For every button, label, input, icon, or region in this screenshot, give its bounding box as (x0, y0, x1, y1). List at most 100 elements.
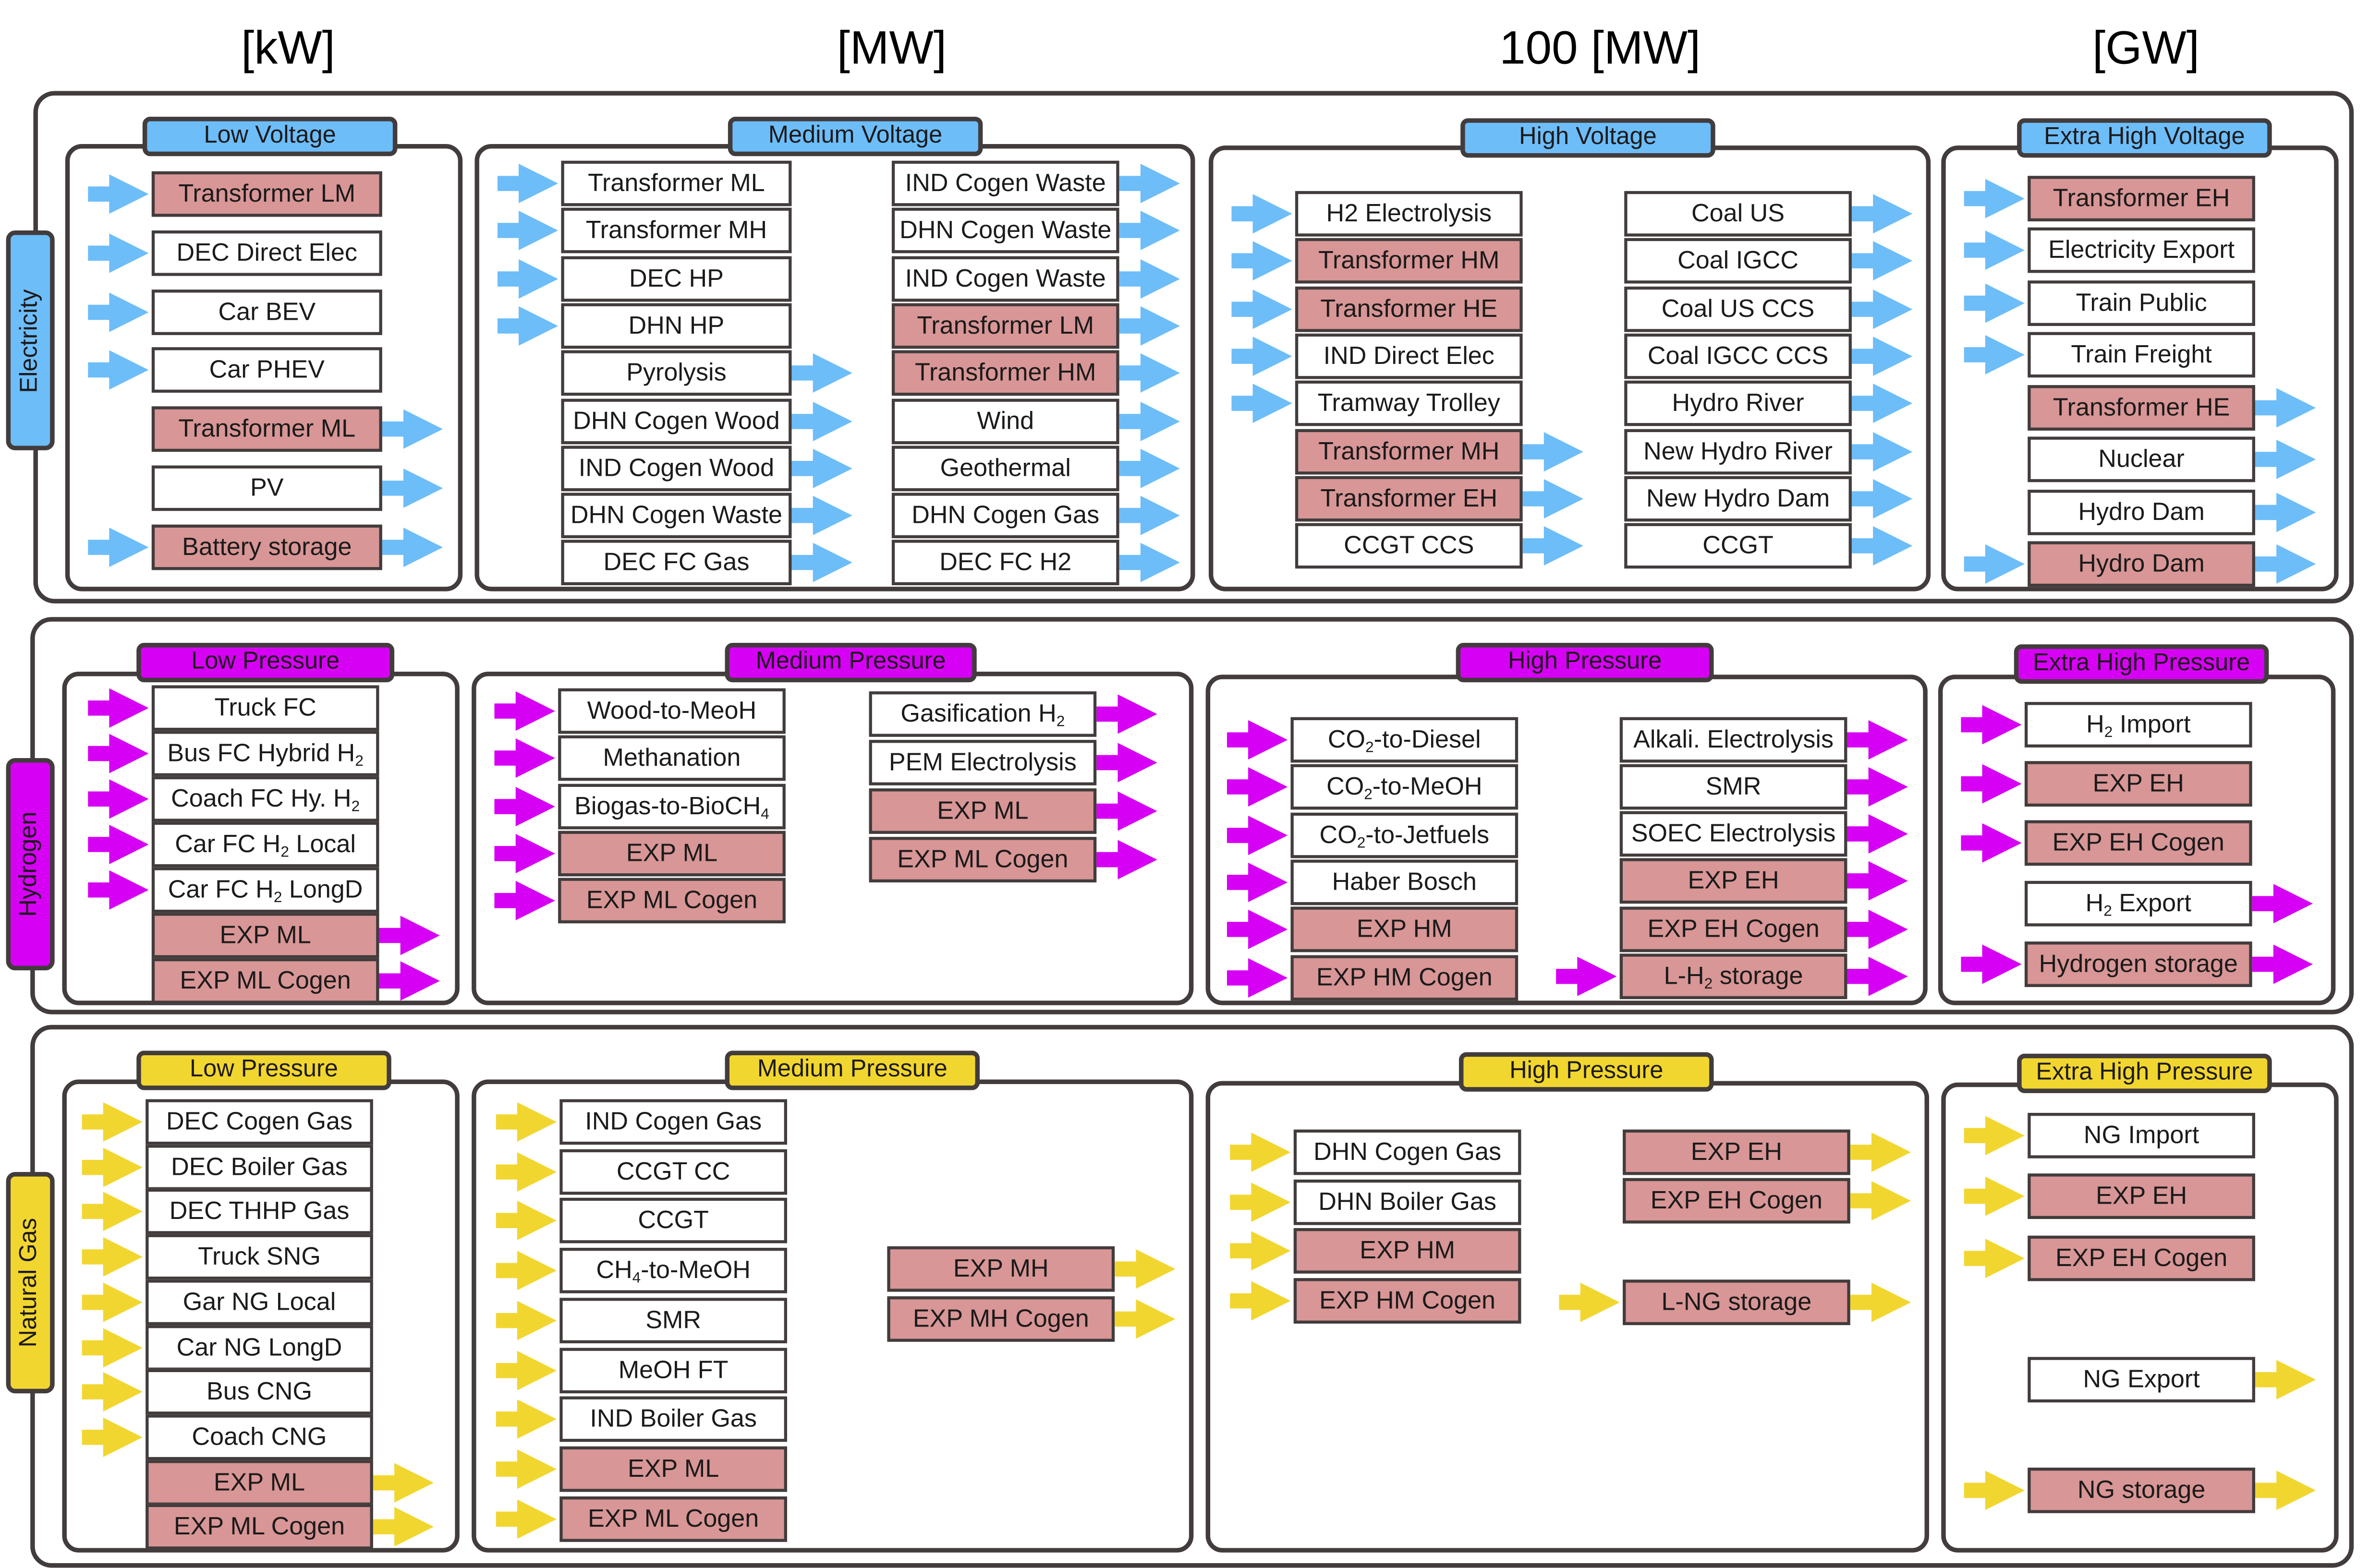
technology-node[interactable]: Coal US (1624, 191, 1852, 237)
technology-node[interactable]: IND Cogen Gas (559, 1099, 788, 1145)
technology-node[interactable]: Train Freight (2028, 332, 2255, 378)
technology-node[interactable]: Coal US CCS (1624, 286, 1852, 332)
technology-node[interactable]: PEM Electrolysis (869, 740, 1097, 785)
exchange-node[interactable]: EXP ML (869, 788, 1097, 834)
technology-node[interactable]: Electricity Export (2028, 227, 2255, 273)
exchange-node[interactable]: EXP ML Cogen (558, 878, 786, 924)
technology-node[interactable]: DHN Cogen Waste (891, 208, 1119, 254)
exchange-node[interactable]: EXP EH (1623, 1129, 1850, 1175)
technology-node[interactable]: Train Public (2028, 280, 2255, 326)
technology-node[interactable]: Coal IGCC (1624, 238, 1852, 284)
technology-node[interactable]: H2 Export (2024, 880, 2252, 927)
exchange-node[interactable]: EXP ML (146, 1459, 373, 1505)
technology-node[interactable]: Haber Bosch (1290, 859, 1519, 905)
technology-node[interactable]: DHN HP (561, 303, 792, 349)
technology-node[interactable]: MeOH FT (559, 1347, 788, 1393)
technology-node[interactable]: CCGT (1624, 523, 1852, 569)
exchange-node[interactable]: EXP EH (1619, 858, 1847, 904)
technology-node[interactable]: Tramway Trolley (1295, 381, 1523, 426)
exchange-node[interactable]: Hydrogen storage (2024, 941, 2252, 987)
exchange-node[interactable]: Transformer MH (1295, 428, 1523, 474)
exchange-node[interactable]: EXP EH (2028, 1173, 2255, 1219)
exchange-node[interactable]: Transformer HE (2028, 385, 2255, 431)
technology-node[interactable]: Coach CNG (146, 1414, 373, 1460)
technology-node[interactable]: NG Export (2028, 1357, 2255, 1403)
technology-node[interactable]: Wind (891, 398, 1119, 444)
technology-node[interactable]: DEC Direct Elec (151, 230, 382, 276)
technology-node[interactable]: Biogas-to-BioCH4 (558, 783, 786, 829)
technology-node[interactable]: CCGT CCS (1295, 523, 1523, 569)
exchange-node[interactable]: EXP MH Cogen (887, 1296, 1115, 1342)
technology-node[interactable]: Transformer MH (561, 208, 792, 254)
technology-node[interactable]: Bus CNG (146, 1369, 373, 1415)
exchange-node[interactable]: EXP MH (887, 1246, 1115, 1292)
technology-node[interactable]: Car PHEV (151, 348, 382, 394)
technology-node[interactable]: CO2-to-Jetfuels (1290, 812, 1519, 858)
technology-node[interactable]: NG Import (2028, 1112, 2255, 1158)
technology-node[interactable]: DHN Cogen Wood (561, 398, 792, 444)
technology-node[interactable]: H2 Import (2024, 702, 2252, 748)
exchange-node[interactable]: EXP ML Cogen (146, 1504, 373, 1550)
technology-node[interactable]: CCGT (559, 1198, 788, 1244)
technology-node[interactable]: Nuclear (2028, 436, 2255, 482)
technology-node[interactable]: CH4-to-MeOH (559, 1248, 788, 1294)
technology-node[interactable]: New Hydro Dam (1624, 475, 1852, 521)
exchange-node[interactable]: Battery storage (151, 524, 382, 570)
technology-node[interactable]: CCGT CC (559, 1148, 788, 1194)
exchange-node[interactable]: EXP HM Cogen (1293, 1277, 1521, 1323)
technology-node[interactable]: IND Cogen Waste (891, 160, 1119, 206)
technology-node[interactable]: IND Cogen Waste (891, 255, 1119, 302)
technology-node[interactable]: CO2-to-MeOH (1290, 764, 1519, 810)
technology-node[interactable]: Coal IGCC CCS (1624, 333, 1852, 379)
exchange-node[interactable]: EXP ML Cogen (559, 1496, 788, 1542)
technology-node[interactable]: IND Cogen Wood (561, 445, 792, 491)
exchange-node[interactable]: EXP EH Cogen (1619, 906, 1847, 953)
exchange-node[interactable]: Transformer LM (151, 171, 382, 217)
technology-node[interactable]: DEC Cogen Gas (146, 1099, 373, 1145)
exchange-node[interactable]: EXP EH Cogen (2024, 820, 2252, 866)
exchange-node[interactable]: EXP EH Cogen (1623, 1178, 1850, 1224)
technology-node[interactable]: Alkali. Electrolysis (1619, 717, 1847, 763)
exchange-node[interactable]: EXP EH (2024, 761, 2252, 807)
exchange-node[interactable]: EXP HM Cogen (1290, 954, 1519, 1000)
technology-node[interactable]: IND Boiler Gas (559, 1397, 788, 1442)
technology-node[interactable]: SOEC Electrolysis (1619, 811, 1847, 857)
technology-node[interactable]: DHN Cogen Gas (1293, 1129, 1521, 1175)
exchange-node[interactable]: EXP ML (559, 1446, 788, 1492)
technology-node[interactable]: Car NG LongD (146, 1324, 373, 1370)
technology-node[interactable]: Bus FC Hybrid H2 (151, 731, 379, 776)
technology-node[interactable]: Car FC H2 Local (151, 821, 379, 868)
technology-node[interactable]: DEC THHP Gas (146, 1189, 373, 1235)
technology-node[interactable]: PV (151, 465, 382, 511)
technology-node[interactable]: New Hydro River (1624, 428, 1852, 474)
exchange-node[interactable]: EXP ML Cogen (151, 958, 379, 1004)
technology-node[interactable]: DHN Cogen Waste (561, 493, 792, 539)
exchange-node[interactable]: Transformer HM (891, 350, 1119, 396)
exchange-node[interactable]: EXP ML (151, 913, 379, 958)
technology-node[interactable]: Car BEV (151, 289, 382, 335)
exchange-node[interactable]: EXP HM (1290, 907, 1519, 953)
technology-node[interactable]: DEC FC Gas (561, 540, 792, 586)
technology-node[interactable]: Truck FC (151, 685, 379, 731)
exchange-node[interactable]: EXP ML Cogen (869, 837, 1097, 882)
technology-node[interactable]: Wood-to-MeoH (558, 688, 786, 734)
exchange-node[interactable]: EXP HM (1293, 1228, 1521, 1274)
technology-node[interactable]: Geothermal (891, 445, 1119, 491)
technology-node[interactable]: Gasification H2 (869, 691, 1097, 737)
technology-node[interactable]: DEC Boiler Gas (146, 1144, 373, 1190)
exchange-node[interactable]: Transformer EH (1295, 475, 1523, 521)
exchange-node[interactable]: Transformer ML (151, 406, 382, 452)
technology-node[interactable]: Truck SNG (146, 1234, 373, 1280)
technology-node[interactable]: IND Direct Elec (1295, 333, 1523, 379)
technology-node[interactable]: DHN Boiler Gas (1293, 1179, 1521, 1225)
technology-node[interactable]: DHN Cogen Gas (891, 493, 1119, 539)
technology-node[interactable]: DEC FC H2 (891, 540, 1119, 586)
exchange-node[interactable]: Hydro Dam (2028, 541, 2255, 587)
technology-node[interactable]: Hydro Dam (2028, 490, 2255, 535)
technology-node[interactable]: Hydro River (1624, 381, 1852, 426)
technology-node[interactable]: H2 Electrolysis (1295, 191, 1523, 237)
exchange-node[interactable]: NG storage (2028, 1467, 2255, 1513)
exchange-node[interactable]: L-H2 storage (1619, 953, 1847, 1000)
exchange-node[interactable]: Transformer HM (1295, 238, 1523, 284)
exchange-node[interactable]: EXP ML (558, 831, 786, 876)
